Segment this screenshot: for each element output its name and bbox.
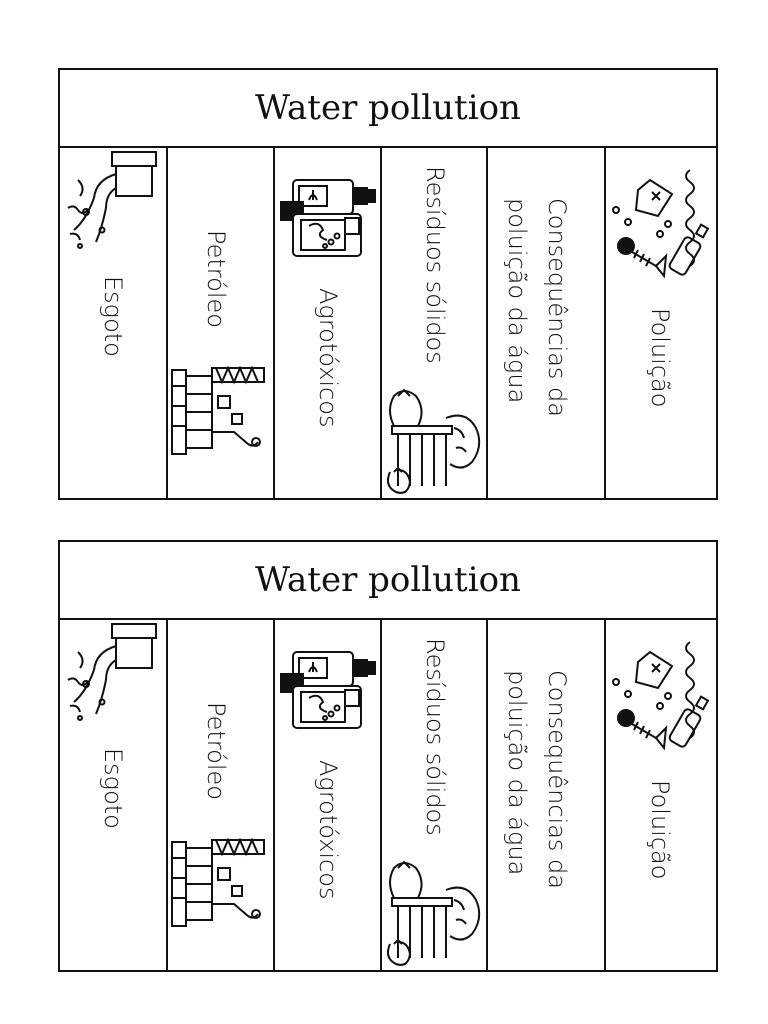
- garbage-bags-icon: [384, 388, 484, 498]
- column-poluicao: Poluição: [604, 148, 718, 498]
- label-consequencias: Consequências da poluição da água: [497, 670, 577, 889]
- polluted-water-fish-icon: [608, 640, 718, 760]
- label-agrotoxicos: Agrotóxicos: [314, 760, 342, 900]
- card-title: Water pollution: [60, 70, 716, 148]
- columns-row: Esgoto Petróleo: [60, 148, 716, 498]
- column-agrotoxicos: Agrotóxicos: [273, 620, 380, 970]
- label-esgoto: Esgoto: [99, 748, 127, 829]
- column-esgoto: Esgoto: [60, 620, 166, 970]
- column-agrotoxicos: Agrotóxicos: [273, 148, 380, 498]
- column-residuos-solidos: Resíduos sólidos: [380, 148, 486, 498]
- label-consequencias: Consequências da poluição da água: [497, 198, 577, 417]
- flashcard-top: Water pollution Esgoto Petróleo: [58, 68, 718, 500]
- label-residuos-solidos: Resíduos sólidos: [421, 166, 449, 364]
- column-esgoto: Esgoto: [60, 148, 166, 498]
- oil-platform-icon: [170, 366, 266, 458]
- columns-row: Esgoto Petróleo: [60, 620, 716, 970]
- label-agrotoxicos: Agrotóxicos: [314, 288, 342, 428]
- column-petroleo: Petróleo: [166, 148, 273, 498]
- label-poluicao: Poluição: [646, 308, 674, 408]
- label-consequencias-line2: poluição da água: [503, 198, 531, 404]
- polluted-water-fish-icon: [608, 168, 718, 288]
- column-petroleo: Petróleo: [166, 620, 273, 970]
- label-consequencias-line2: poluição da água: [503, 670, 531, 876]
- column-consequencias: Consequências da poluição da água: [486, 148, 604, 498]
- label-poluicao: Poluição: [646, 780, 674, 880]
- sewage-pipe-icon: [66, 150, 158, 250]
- garbage-bags-icon: [384, 860, 484, 970]
- label-esgoto: Esgoto: [99, 276, 127, 357]
- column-poluicao: Poluição: [604, 620, 718, 970]
- pesticide-bottles-icon: [279, 650, 377, 730]
- card-title: Water pollution: [60, 542, 716, 620]
- flashcard-bottom: Water pollution Esgoto Petróleo: [58, 540, 718, 972]
- column-residuos-solidos: Resíduos sólidos: [380, 620, 486, 970]
- label-residuos-solidos: Resíduos sólidos: [421, 638, 449, 836]
- column-consequencias: Consequências da poluição da água: [486, 620, 604, 970]
- oil-platform-icon: [170, 838, 266, 930]
- sewage-pipe-icon: [66, 622, 158, 722]
- pesticide-bottles-icon: [279, 178, 377, 258]
- label-petroleo: Petróleo: [202, 702, 230, 800]
- label-petroleo: Petróleo: [202, 230, 230, 328]
- label-consequencias-line1: Consequências da: [543, 670, 571, 889]
- label-consequencias-line1: Consequências da: [543, 198, 571, 417]
